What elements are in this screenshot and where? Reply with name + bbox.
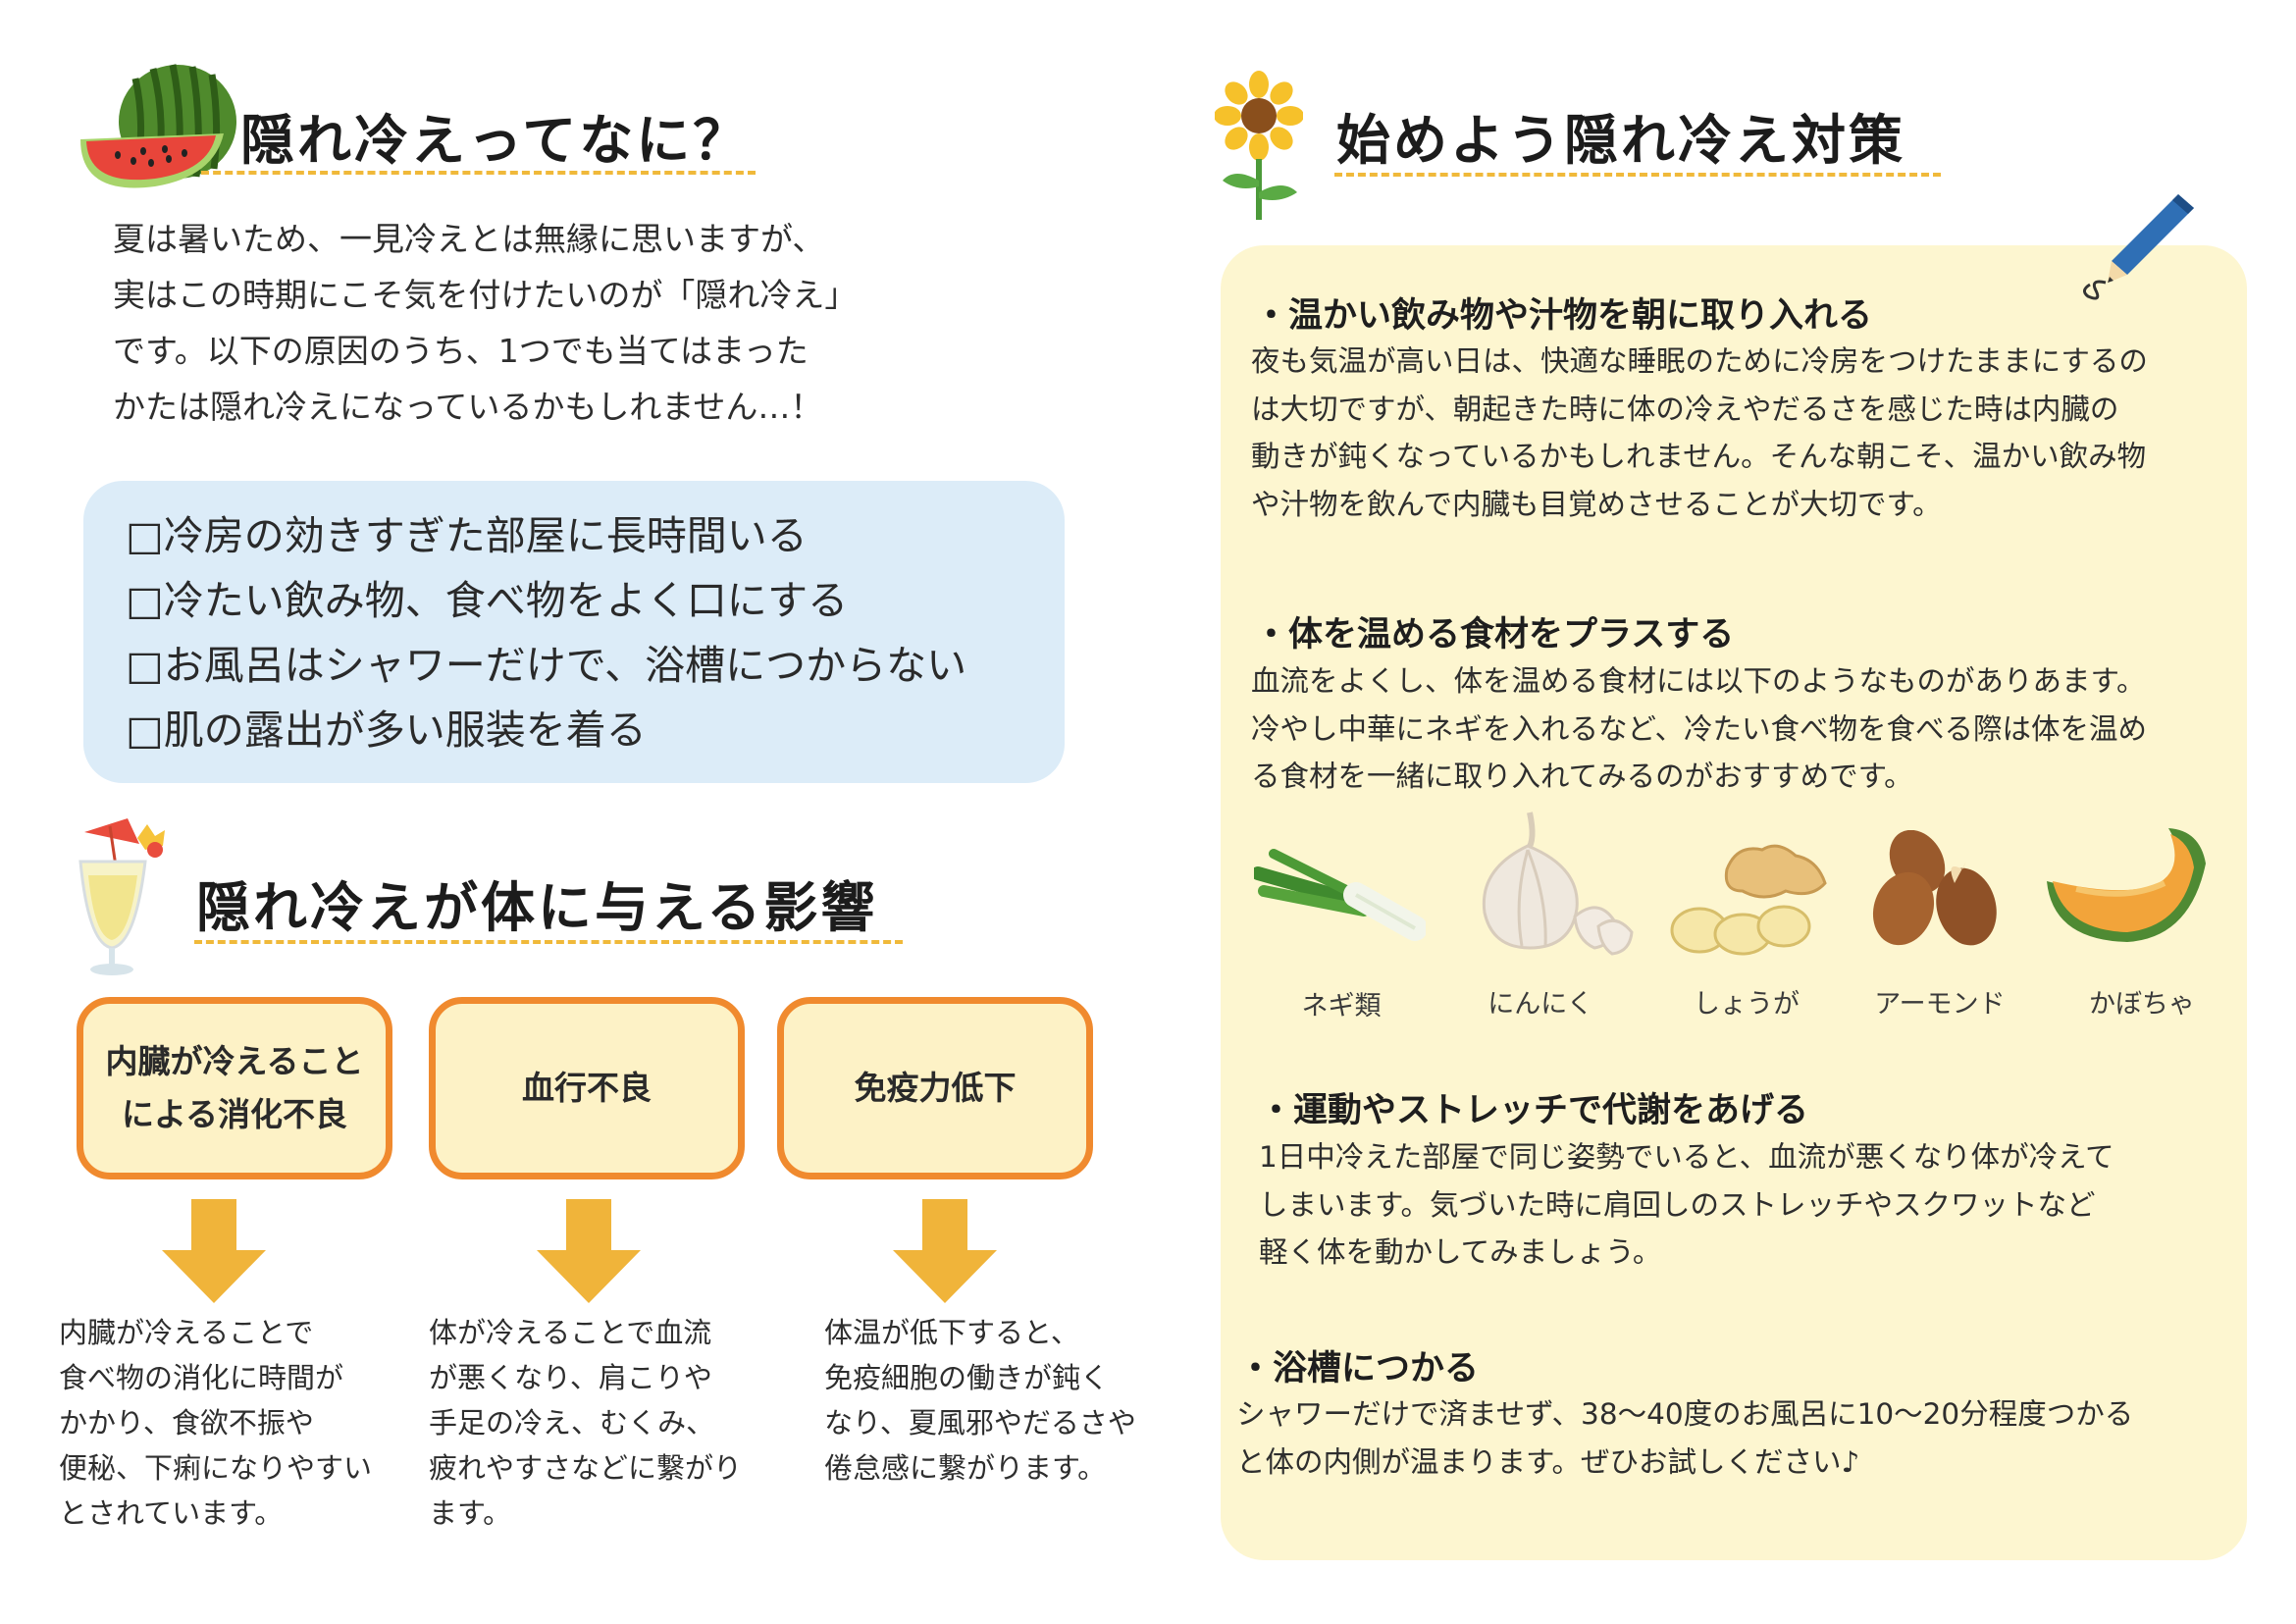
effect-box-digestion: 内臓が冷えること による消化不良: [77, 997, 392, 1179]
countermeasure-heading: ・体を温める食材をプラスする: [1254, 615, 1735, 655]
title-underline: [194, 940, 903, 944]
intro-line: かたは隠れ冷えになっているかもしれません…！: [113, 388, 823, 426]
effect-description-line: 体が冷えることで血流: [429, 1316, 712, 1349]
countermeasure-line: 軽く体を動かしてみましょう。: [1259, 1235, 1662, 1269]
checklist-box: [83, 481, 1065, 783]
title-underline: [201, 171, 756, 175]
countermeasure-heading: ・温かい飲み物や汁物を朝に取り入れる: [1254, 296, 1873, 336]
ginger-icon: [1670, 844, 1827, 956]
checklist: □冷房の効きすぎた部屋に長時間いる □冷たい飲み物、食べ物をよく口にする □お風…: [126, 503, 966, 762]
intro-line: 実はこの時期にこそ気を付けたいのが「隠れ冷え」: [113, 276, 858, 314]
food-label-garlic: にんにく: [1487, 989, 1593, 1020]
effect-description-line: 内臓が冷えることで: [59, 1316, 314, 1349]
garlic-icon: [1482, 812, 1634, 956]
down-arrow-icon: [537, 1199, 641, 1303]
pumpkin-icon: [2047, 828, 2206, 942]
food-label-ginger: しょうが: [1694, 989, 1800, 1020]
effect-description-line: 手足の冷え、むくみ、: [429, 1406, 715, 1440]
effect-box-label: 免疫力低下: [854, 1069, 1017, 1107]
food-label-green-onion: ネギ類: [1301, 991, 1382, 1022]
effect-description-line: とされています。: [59, 1496, 284, 1530]
section-title-what-is-hidden-chill: 隠れ冷えってなに？: [240, 109, 751, 172]
effect-description-line: ます。: [429, 1496, 512, 1530]
tropical-drink-icon: [78, 818, 165, 975]
pencil-icon: [2083, 194, 2194, 300]
food-label-pumpkin: かぼちゃ: [2089, 989, 2195, 1020]
effect-description-line: 倦怠感に繋がります。: [824, 1451, 1107, 1485]
countermeasure-line: は大切ですが、朝起きた時に体の冷えやだるさを感じた時は内臓の: [1251, 392, 2119, 426]
effect-box-immunity: 免疫力低下: [777, 997, 1093, 1179]
countermeasure-line: る食材を一緒に取り入れてみるのがおすすめです。: [1251, 760, 1913, 793]
countermeasure-heading: ・浴槽につかる: [1238, 1349, 1480, 1388]
almond-icon: [1872, 830, 1997, 946]
title-underline: [1334, 173, 1941, 177]
countermeasure-line: 1日中冷えた部屋で同じ姿勢でいると、血流が悪くなり体が冷えて: [1259, 1140, 2114, 1174]
countermeasure-line: や汁物を飲んで内臓も目覚めさせることが大切です。: [1251, 487, 1942, 521]
section-title-effects-on-body: 隠れ冷えが体に与える影響: [196, 876, 878, 939]
effect-description-line: が悪くなり、肩こりや: [429, 1361, 712, 1394]
countermeasure-line: 冷やし中華にネギを入れるなど、冷たい食べ物を食べる際は体を温め: [1251, 711, 2148, 746]
effect-box-label: による消化不良: [121, 1095, 347, 1133]
countermeasure-line: 血流をよくし、体を温める食材には以下のようなものがありあます。: [1251, 664, 2146, 698]
checklist-item: □肌の露出が多い服装を着る: [126, 707, 647, 754]
checklist-item: □冷たい飲み物、食べ物をよく口にする: [126, 577, 849, 624]
countermeasure-text: 夜も気温が高い日は、快適な睡眠のために冷房をつけたままにするの は大切ですが、朝…: [1251, 338, 2242, 528]
effect-box-label: 内臓が冷えること: [105, 1042, 364, 1080]
intro-line: です。以下の原因のうち、1つでも当てはまった: [113, 332, 809, 370]
countermeasure-line: 夜も気温が高い日は、快適な睡眠のために冷房をつけたままにするの: [1251, 344, 2148, 378]
effect-description-line: 疲れやすさなどに繋がり: [429, 1451, 743, 1485]
checklist-item: □冷房の効きすぎた部屋に長時間いる: [126, 512, 808, 559]
countermeasure-line: と体の内側が温まります。ぜひお試しください♪: [1236, 1444, 1860, 1479]
intro-paragraph: 夏は暑いため、一見冷えとは無縁に思いますが、 実はこの時期にこそ気を付けたいのが…: [113, 211, 1016, 435]
effect-description: 体温が低下すると、 免疫細胞の働きが鈍く なり、夏風邪やだるさや 倦怠感に繋がり…: [824, 1310, 1177, 1491]
effect-box-circulation: 血行不良: [429, 997, 745, 1179]
effect-description-line: かかり、食欲不振や: [59, 1406, 314, 1440]
effect-description-line: 免疫細胞の働きが鈍く: [824, 1361, 1110, 1394]
section-title-countermeasures: 始めよう隠れ冷え対策: [1336, 109, 1906, 172]
effect-description: 体が冷えることで血流 が悪くなり、肩こりや 手足の冷え、むくみ、 疲れやすさなど…: [429, 1310, 782, 1536]
food-label-almond: アーモンド: [1874, 989, 2006, 1020]
effect-description-line: 体温が低下すると、: [824, 1316, 1079, 1349]
down-arrow-icon: [893, 1199, 997, 1303]
countermeasure-line: しまいます。気づいた時に肩回しのストレッチやスクワットなど: [1259, 1187, 2096, 1222]
sunflower-icon: [1215, 71, 1303, 220]
countermeasure-text: シャワーだけで済ませず、38〜40度のお風呂に10〜20分程度つかる と体の内側…: [1236, 1390, 2237, 1486]
countermeasure-line: 動きが鈍くなっているかもしれません。そんな朝こそ、温かい飲み物: [1251, 440, 2147, 473]
green-onion-icon: [1254, 849, 1426, 941]
countermeasure-text: 1日中冷えた部屋で同じ姿勢でいると、血流が悪くなり体が冷えて しまいます。気づい…: [1259, 1133, 2240, 1277]
effect-description-line: なり、夏風邪やだるさや: [824, 1406, 1136, 1440]
effect-description-line: 便秘、下痢になりやすい: [59, 1451, 373, 1485]
effect-description: 内臓が冷えることで 食べ物の消化に時間が かかり、食欲不振や 便秘、下痢になりや…: [59, 1310, 412, 1536]
down-arrow-icon: [162, 1199, 266, 1303]
effect-description-line: 食べ物の消化に時間が: [59, 1361, 344, 1394]
watermelon-icon: [80, 64, 236, 188]
effect-box-label: 血行不良: [522, 1069, 652, 1107]
countermeasure-line: シャワーだけで済ませず、38〜40度のお風呂に10〜20分程度つかる: [1236, 1397, 2134, 1431]
countermeasure-heading: ・運動やストレッチで代謝をあげる: [1259, 1091, 1809, 1130]
checklist-item: □お風呂はシャワーだけで、浴槽につからない: [126, 642, 967, 689]
countermeasure-text: 血流をよくし、体を温める食材には以下のようなものがありあます。 冷やし中華にネギ…: [1251, 657, 2242, 801]
intro-line: 夏は暑いため、一見冷えとは無縁に思いますが、: [113, 220, 825, 258]
